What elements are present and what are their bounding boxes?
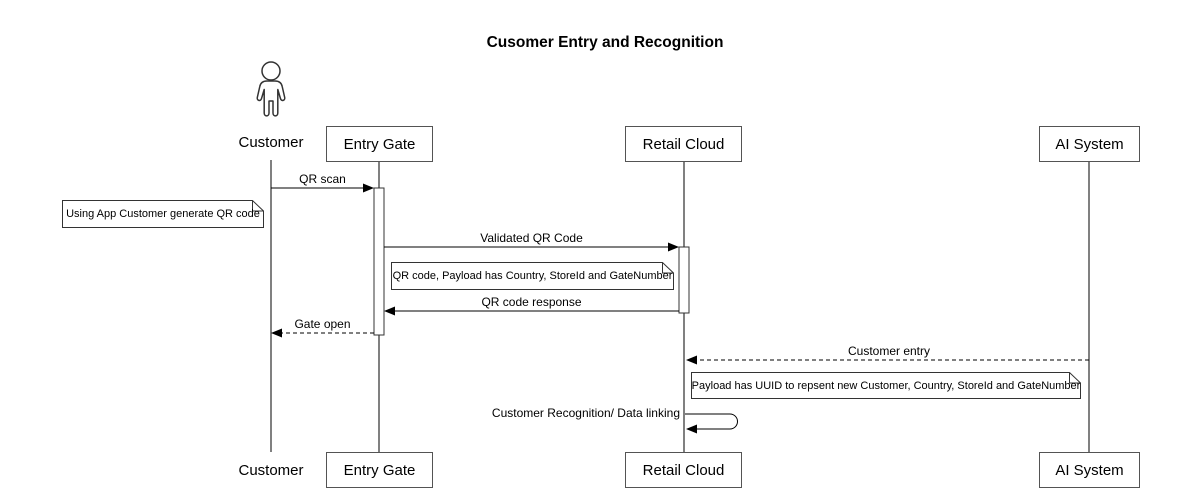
message-label-gate-open: Gate open: [294, 317, 351, 331]
entry-gate-activation-bar: [373, 187, 385, 336]
participant-ai-system-bottom-box: AI System: [1039, 452, 1140, 488]
diagram-title: Cusomer Entry and Recognition: [486, 34, 724, 51]
participant-customer-bottom-label: Customer: [238, 462, 304, 479]
arrow-gate-open: [271, 328, 374, 338]
message-label-customer-entry: Customer entry: [847, 344, 931, 358]
participant-retail-cloud-top-label: Retail Cloud: [642, 135, 725, 153]
customer-actor-icon: [256, 61, 286, 117]
participant-retail-cloud-bottom-box: Retail Cloud: [625, 452, 742, 488]
participant-ai-system-top-label: AI System: [1055, 135, 1124, 153]
message-label-customer-recognition: Customer Recognition/ Data linking: [491, 406, 680, 420]
participant-entry-gate-top-box: Entry Gate: [326, 126, 433, 162]
participant-entry-gate-top-label: Entry Gate: [343, 135, 416, 153]
arrow-self-message-loop: [685, 413, 738, 434]
note-using-app-generate-qr: Using App Customer generate QR code: [62, 200, 264, 228]
note-text: QR code, Payload has Country, StoreId an…: [392, 270, 673, 282]
participant-retail-cloud-bottom-label: Retail Cloud: [642, 461, 725, 479]
note-uuid-payload: Payload has UUID to repsent new Customer…: [691, 372, 1081, 399]
arrow-qr-code-response: [384, 306, 679, 316]
participant-entry-gate-bottom-label: Entry Gate: [343, 461, 416, 479]
note-shape: [62, 200, 264, 228]
participant-retail-cloud-top-box: Retail Cloud: [625, 126, 742, 162]
note-qr-payload: QR code, Payload has Country, StoreId an…: [391, 262, 674, 290]
participant-ai-system-top-box: AI System: [1039, 126, 1140, 162]
retail-cloud-activation-bar: [678, 246, 690, 314]
participant-customer-top-label: Customer: [238, 134, 304, 151]
note-shape: [691, 372, 1081, 399]
arrow-validated-qr-code: [384, 242, 679, 252]
message-label-qr-scan: QR scan: [299, 172, 346, 186]
arrow-qr-scan: [271, 183, 374, 193]
message-label-validated-qr-code: Validated QR Code: [480, 231, 583, 245]
participant-ai-system-bottom-label: AI System: [1055, 461, 1124, 479]
note-text: Using App Customer generate QR code: [66, 208, 260, 220]
note-text: Payload has UUID to repsent new Customer…: [691, 379, 1081, 392]
arrow-customer-entry: [686, 355, 1089, 365]
message-label-qr-code-response: QR code response: [481, 295, 582, 309]
note-shape: [391, 262, 674, 290]
participant-entry-gate-bottom-box: Entry Gate: [326, 452, 433, 488]
